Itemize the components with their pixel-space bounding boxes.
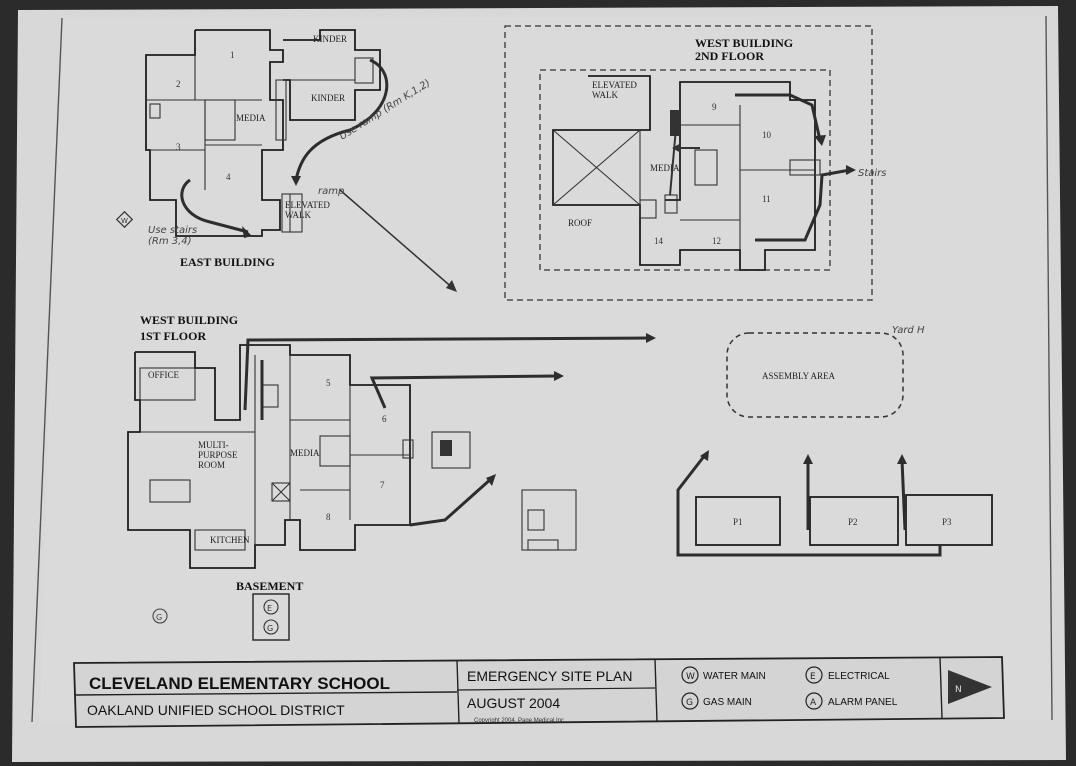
svg-text:E: E bbox=[267, 604, 272, 613]
alarm-panel-label: ALARM PANEL bbox=[828, 697, 898, 708]
text-line: WALK bbox=[285, 210, 311, 220]
room-5-label: 5 bbox=[326, 378, 331, 388]
stairs-note: Stairs bbox=[858, 168, 887, 179]
north-arrow-icon: N bbox=[948, 670, 992, 704]
west-1st-media-label: MEDIA bbox=[290, 448, 320, 458]
water-main-symbol-east: W bbox=[115, 210, 134, 229]
north-label: N bbox=[955, 685, 962, 695]
office-label: OFFICE bbox=[148, 370, 180, 380]
water-main-label: WATER MAIN bbox=[703, 671, 766, 682]
east-building-title: EAST BUILDING bbox=[180, 255, 275, 269]
west-1st-title-line2: 1ST FLOOR bbox=[140, 329, 206, 343]
assembly-area-label: ASSEMBLY AREA bbox=[762, 371, 836, 381]
legend-electrical: E ELECTRICAL bbox=[805, 666, 890, 684]
west-2nd-title-line1: WEST BUILDING bbox=[695, 36, 793, 50]
east-media-label: MEDIA bbox=[236, 113, 266, 123]
svg-text:G: G bbox=[156, 613, 162, 622]
text-line: (Rm 3,4) bbox=[148, 236, 192, 247]
portable-p2 bbox=[809, 496, 899, 546]
legend-water-main: W WATER MAIN bbox=[681, 666, 766, 684]
svg-text:W: W bbox=[121, 217, 128, 225]
room-7-label: 7 bbox=[380, 480, 385, 490]
p3-label: P3 bbox=[942, 517, 952, 527]
svg-text:G: G bbox=[267, 624, 273, 633]
portable-p1 bbox=[695, 496, 781, 546]
west-1st-floor-plan: WEST BUILDING 1ST FLOOR OFFICE MULTI-PUR… bbox=[127, 313, 656, 641]
gas-main-icon: G bbox=[686, 698, 693, 708]
copyright: Copyright 2004, Page Medical Inc. bbox=[474, 718, 566, 724]
room-12-label: 12 bbox=[712, 236, 721, 246]
basement-label: BASEMENT bbox=[236, 579, 303, 593]
alarm-panel-icon: A bbox=[810, 698, 817, 708]
text-line: WALK bbox=[592, 90, 618, 100]
west-2nd-dashed-frame bbox=[504, 25, 873, 301]
room-3-label: 3 bbox=[176, 142, 181, 152]
kinder-label-a: KINDER bbox=[313, 34, 347, 44]
title-block: CLEVELAND ELEMENTARY SCHOOL OAKLAND UNIF… bbox=[73, 656, 1005, 728]
plan-title: EMERGENCY SITE PLAN bbox=[467, 668, 632, 684]
roof-label: ROOF bbox=[568, 218, 592, 228]
electrical-label: ELECTRICAL bbox=[828, 671, 890, 682]
room-9-label: 9 bbox=[712, 102, 717, 112]
electrical-icon: E bbox=[810, 672, 816, 682]
use-stairs-note: Use stairs(Rm 3,4) bbox=[148, 225, 197, 247]
room-4-label: 4 bbox=[226, 172, 231, 182]
text-line: ROOM bbox=[198, 460, 225, 470]
room-2-label: 2 bbox=[176, 79, 181, 89]
basement-utility-box: E G bbox=[252, 593, 290, 641]
district-name: OAKLAND UNIFIED SCHOOL DISTRICT bbox=[87, 702, 345, 718]
room-8-label: 8 bbox=[326, 512, 331, 522]
text-line: PURPOSE bbox=[198, 450, 238, 460]
kitchen-label: KITCHEN bbox=[210, 535, 250, 545]
room-11-label: 11 bbox=[762, 194, 771, 204]
water-main-icon: W bbox=[686, 672, 695, 682]
p2-label: P2 bbox=[848, 517, 858, 527]
assembly-area: ASSEMBLY AREA Yard H bbox=[726, 325, 925, 418]
room-10-label: 10 bbox=[762, 130, 772, 140]
gas-main-label: GAS MAIN bbox=[703, 697, 752, 708]
legend-gas-main: G GAS MAIN bbox=[681, 692, 752, 710]
west-2nd-title-line2: 2ND FLOOR bbox=[695, 49, 764, 63]
room-14-label: 14 bbox=[654, 236, 664, 246]
room-1-label: 1 bbox=[230, 50, 235, 60]
east-to-west-arrow bbox=[339, 189, 456, 291]
plan-date: AUGUST 2004 bbox=[467, 695, 560, 711]
west-1st-title-line1: WEST BUILDING bbox=[140, 313, 238, 327]
portables: P1 P2 P3 bbox=[676, 450, 993, 557]
west-2nd-media-label: MEDIA bbox=[650, 163, 680, 173]
legend-alarm-panel: A ALARM PANEL bbox=[805, 692, 898, 710]
school-name: CLEVELAND ELEMENTARY SCHOOL bbox=[89, 674, 390, 693]
gas-main-symbol-west: G bbox=[152, 608, 168, 624]
yard-note: Yard H bbox=[892, 325, 925, 336]
room-6-label: 6 bbox=[382, 414, 387, 424]
ramp-note: ramp bbox=[318, 186, 344, 197]
kinder-label-b: KINDER bbox=[311, 93, 345, 103]
right-border-line bbox=[1045, 15, 1053, 721]
left-border-line bbox=[31, 17, 63, 723]
p1-label: P1 bbox=[733, 517, 743, 527]
